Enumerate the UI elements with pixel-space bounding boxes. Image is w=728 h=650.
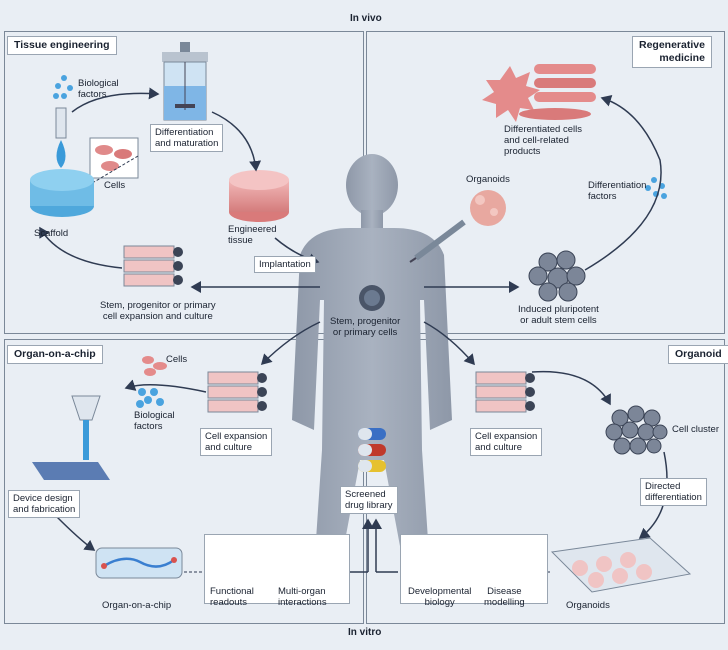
disease-label: Disease modelling: [484, 586, 525, 608]
engineered-tissue-label: Engineered tissue: [228, 224, 277, 246]
organoid-sphere-icon: [470, 190, 506, 226]
organoids-result-label: Organoids: [566, 600, 610, 611]
regenerative-medicine-title: Regenerative medicine: [632, 36, 712, 68]
chip-cells-label: Cells: [166, 354, 188, 365]
organoid-title: Organoid: [668, 345, 728, 364]
differentiated-cells-icon: [482, 64, 596, 122]
culture-flask-stack-icon-right: [475, 371, 535, 413]
in-vitro-header: In vitro: [348, 627, 382, 638]
chip-device-icon: [95, 547, 183, 579]
engineered-tissue-icon: [229, 170, 289, 222]
multi-organ-box: [204, 534, 350, 604]
chip-biological-factors-label: Biological factors: [134, 410, 175, 432]
differentiation-factors-icon: [645, 177, 667, 199]
differentiation-label: Differentiation and maturation: [150, 124, 224, 152]
cell-cluster-icon: [605, 405, 668, 455]
developmental-box: [400, 534, 548, 604]
syringe-icon: [409, 219, 466, 263]
device-slide-icon: [32, 462, 110, 480]
screened-library-label: Screened drug library: [340, 486, 398, 514]
tissue-engineering-title: Tissue engineering: [7, 36, 117, 55]
pipette-icon: [71, 395, 101, 460]
stem-cell-cluster-icon: [528, 250, 586, 302]
organoids-label: Organoids: [466, 174, 510, 185]
human-silhouette: [292, 154, 452, 600]
differentiated-cells-label: Differentiated cells and cell-related pr…: [504, 124, 582, 157]
implantation-label: Implantation: [254, 256, 316, 273]
cell-cluster-label: Cell cluster: [672, 424, 719, 435]
chip-cell-expansion-label: Cell expansion and culture: [200, 428, 273, 456]
cells-label: Cells: [104, 180, 126, 191]
organ-on-chip-label: Organ-on-a-chip: [102, 600, 172, 611]
chip-cells-icon: [142, 356, 167, 376]
stem-expansion-label: Stem, progenitor or primary cell expansi…: [100, 300, 216, 322]
differentiation-factors-label: Differentiation factors: [588, 180, 647, 202]
in-vivo-header: In vivo: [350, 13, 382, 24]
well-plate-icon: [550, 537, 692, 593]
ipsc-label: Induced pluripotent or adult stem cells: [518, 304, 599, 326]
culture-flask-stack-icon-left: [207, 371, 267, 413]
organ-on-a-chip-title: Organ-on-a-chip: [7, 345, 103, 364]
directed-diff-label: Directed differentiation: [640, 478, 707, 506]
cells-box-icon: [89, 137, 139, 179]
dropper-icon: [55, 107, 67, 168]
developmental-label: Developmental biology: [408, 586, 472, 608]
multi-organ-label: Multi-organ interactions: [278, 586, 327, 608]
scaffold-icon: [30, 169, 94, 217]
bioreactor-icon: [162, 42, 208, 121]
biological-factors-icon: [53, 75, 73, 99]
organoid-cell-expansion-label: Cell expansion and culture: [470, 428, 543, 456]
culture-flask-stack-icon-top: [123, 245, 183, 287]
stem-cells-label: Stem, progenitor or primary cells: [330, 316, 401, 338]
biological-factors-label: Biological factors: [78, 78, 119, 100]
device-design-label: Device design and fabrication: [8, 490, 81, 518]
drug-capsules-icon: [358, 428, 386, 472]
scaffold-label: Scaffold: [34, 228, 69, 239]
functional-readouts-label: Functional readouts: [210, 586, 254, 608]
chip-biological-factors-icon: [136, 388, 164, 408]
